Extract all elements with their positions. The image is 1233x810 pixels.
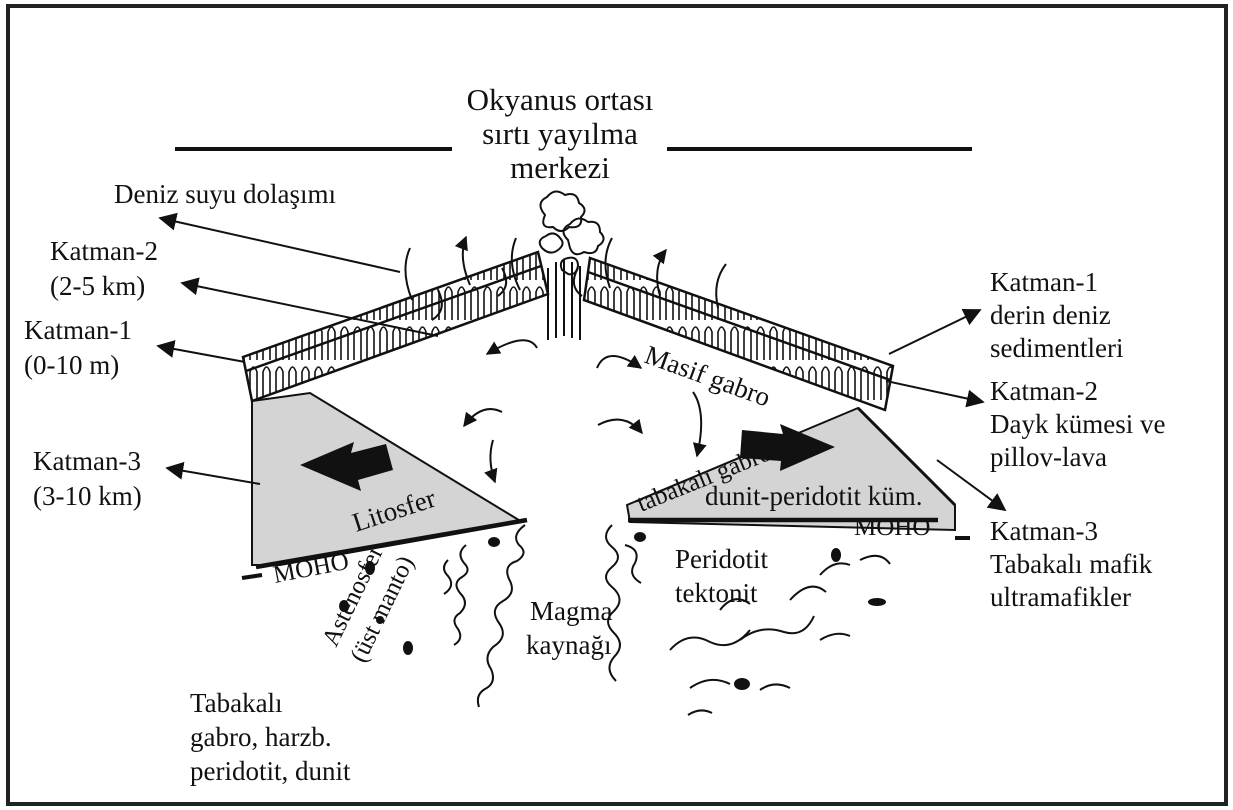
label-dunit-kum: dunit-peridotit küm. <box>705 481 922 511</box>
title-line-3: merkezi <box>510 150 610 185</box>
title-line-2: sırtı yayılma <box>482 116 638 151</box>
arrow-katman1-right <box>889 310 980 354</box>
arrow-katman3-left <box>167 468 260 484</box>
right-crust-wedge <box>627 408 955 530</box>
label-katman1-right-1: Katman-1 <box>990 267 1098 297</box>
label-katman1-left-2: (0-10 m) <box>24 350 119 380</box>
moho-tick-left <box>242 575 262 578</box>
label-moho-right: MOHO <box>854 514 930 541</box>
label-katman2-right-3: pillov-lava <box>990 442 1107 472</box>
label-tabakali-1: Tabakalı <box>190 688 283 718</box>
label-magma-2: kaynağı <box>526 630 611 660</box>
arrow-katman2-right <box>886 381 983 402</box>
label-katman3-right-1: Katman-3 <box>990 516 1098 546</box>
label-peridotit-2: tektonit <box>675 578 758 608</box>
label-katman2-left-2: (2-5 km) <box>50 271 145 301</box>
title: Okyanus ortası sırtı yayılma merkezi <box>467 82 654 185</box>
label-katman3-right-2: Tabakalı mafik <box>990 549 1153 579</box>
label-katman1-right-2: derin deniz <box>990 300 1111 330</box>
title-line-1: Okyanus ortası <box>467 82 654 117</box>
left-lithosphere-wedge <box>252 393 522 565</box>
label-tabakali-2: gabro, harzb. <box>190 722 332 752</box>
label-katman3-left-1: Katman-3 <box>33 446 141 476</box>
label-katman1-left-1: Katman-1 <box>24 315 132 345</box>
label-katman2-right-2: Dayk kümesi ve <box>990 409 1165 439</box>
arrow-katman1-left <box>158 346 245 362</box>
label-katman1-right-3: sedimentleri <box>990 333 1123 363</box>
label-katman2-right-1: Katman-2 <box>990 376 1098 406</box>
label-magma-1: Magma <box>530 596 612 626</box>
label-katman3-right-3: ultramafikler <box>990 582 1131 612</box>
arrow-deniz-suyu <box>160 218 400 272</box>
label-tabakali-3: peridotit, dunit <box>190 756 351 786</box>
label-deniz-suyu: Deniz suyu dolaşımı <box>114 179 336 209</box>
label-katman2-left-1: Katman-2 <box>50 236 158 266</box>
label-katman3-left-2: (3-10 km) <box>33 481 142 511</box>
label-peridotit-1: Peridotit <box>675 544 768 574</box>
